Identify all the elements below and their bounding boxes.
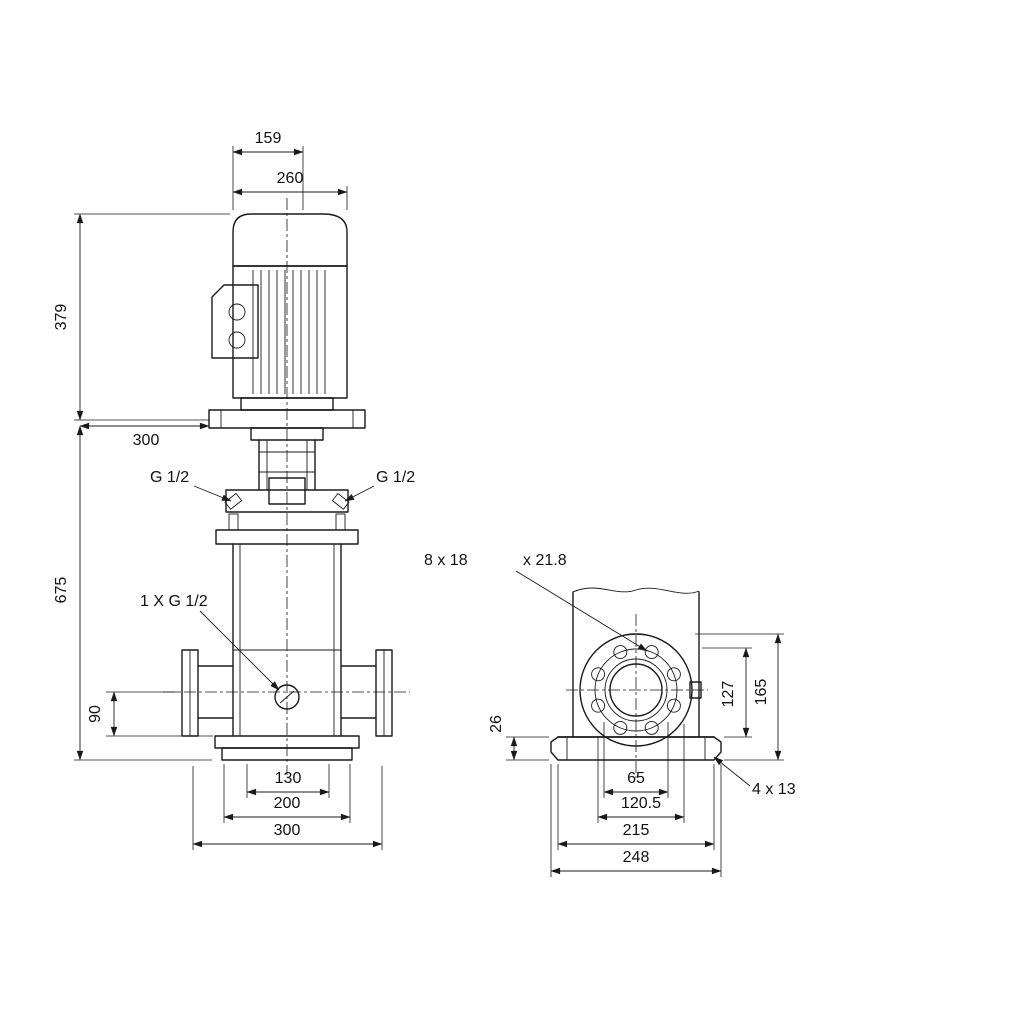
dim-260-label: 260 <box>277 170 304 187</box>
label-flange-holes: 8 x 18 x 21.8 <box>424 552 648 652</box>
dim-300-bottom-label: 300 <box>274 822 301 839</box>
flange-holes-label-b: x 21.8 <box>523 552 567 569</box>
dim-300-side: 300 <box>79 422 210 449</box>
dim-215-label: 215 <box>623 822 650 839</box>
dim-90-label: 90 <box>87 705 104 723</box>
dim-65: 65 <box>603 722 669 798</box>
base-holes-label: 4 x 13 <box>752 781 796 798</box>
dim-675-label: 675 <box>53 577 70 604</box>
side-view: 8 x 18 x 21.8 26 127 165 65 <box>424 552 796 877</box>
dim-120-5-label: 120.5 <box>621 795 661 812</box>
dim-127: 127 <box>702 647 752 738</box>
dim-248: 248 <box>550 764 722 877</box>
dim-379: 379 <box>53 213 230 421</box>
motor-fins <box>252 270 326 394</box>
dim-248-label: 248 <box>623 849 650 866</box>
drain-port <box>274 684 300 710</box>
dim-120-5: 120.5 <box>597 724 685 823</box>
dim-165: 165 <box>695 633 784 761</box>
plug-left <box>224 492 243 510</box>
side-flange <box>579 633 702 747</box>
coupling <box>258 439 316 505</box>
dim-215: 215 <box>557 764 715 850</box>
dim-26: 26 <box>488 715 549 761</box>
label-drain: 1 X G 1/2 <box>140 593 280 691</box>
dim-300-side-label: 300 <box>133 432 160 449</box>
dim-200-label: 200 <box>274 795 301 812</box>
flange-left <box>181 649 234 737</box>
stud-bolt-left <box>228 513 239 531</box>
dim-379-label: 379 <box>53 304 70 331</box>
front-view: 159 260 379 300 675 90 <box>53 130 415 850</box>
dim-130: 130 <box>246 764 330 798</box>
dim-260: 260 <box>232 170 348 210</box>
stud-bolt-right <box>335 513 346 531</box>
dim-165-label: 165 <box>753 679 770 706</box>
dim-90: 90 <box>87 691 213 737</box>
dim-200: 200 <box>223 764 351 823</box>
dim-159: 159 <box>232 130 304 210</box>
flange-bolt-holes <box>591 645 681 735</box>
dim-675: 675 <box>53 425 212 761</box>
g12-left-label: G 1/2 <box>150 469 189 486</box>
dim-127-label: 127 <box>720 681 737 708</box>
side-column <box>572 587 700 738</box>
motor <box>211 213 348 399</box>
chamber-stack <box>232 543 342 737</box>
dim-65-label: 65 <box>627 770 645 787</box>
dim-159-label: 159 <box>255 130 282 147</box>
flange-right <box>340 649 393 737</box>
flange-holes-label-a: 8 x 18 <box>424 552 468 569</box>
drain-label: 1 X G 1/2 <box>140 593 208 610</box>
flange-tab <box>689 681 702 699</box>
dim-130-label: 130 <box>275 770 302 787</box>
label-g12-left: G 1/2 <box>150 469 232 502</box>
label-g12-right: G 1/2 <box>344 469 415 502</box>
terminal-box <box>211 284 259 359</box>
label-base-holes: 4 x 13 <box>713 756 796 798</box>
plug-right <box>331 492 350 510</box>
dim-26-label: 26 <box>488 715 505 733</box>
base-front <box>214 735 360 761</box>
g12-right-label: G 1/2 <box>376 469 415 486</box>
motor-stool <box>208 397 366 441</box>
dim-300-bottom: 300 <box>192 766 383 850</box>
